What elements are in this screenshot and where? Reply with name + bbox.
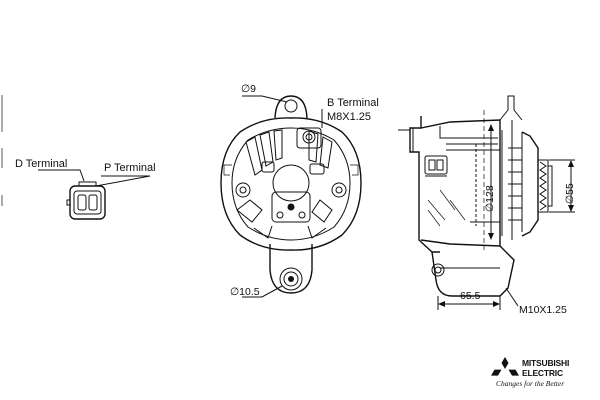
hole-diameter-top-label: ∅9 <box>241 83 256 95</box>
alternator-side-view <box>398 95 553 297</box>
alternator-front-view <box>220 95 362 294</box>
b-terminal-label: B Terminal <box>327 97 379 109</box>
b-terminal-thread-label: M8X1.25 <box>327 111 371 123</box>
pulley-diameter-label: ∅55 <box>564 183 576 204</box>
hole-diameter-bottom-label: ∅10.5 <box>230 286 260 298</box>
brand-name-line2: ELECTRIC <box>522 368 563 378</box>
connector-drawing <box>38 169 151 220</box>
mount-thread-label: M10X1.25 <box>519 304 567 316</box>
body-diameter-label: ∅128 <box>484 185 496 212</box>
mount-length-label: 65.5 <box>460 290 481 302</box>
brand-tagline: Changes for the Better <box>496 379 564 388</box>
three-diamond-icon <box>491 357 519 376</box>
brand-name-line1: MITSUBISHI <box>522 358 569 368</box>
side-view-dimensions <box>437 124 575 310</box>
front-view-leaders <box>242 95 323 298</box>
d-terminal-label: D Terminal <box>15 158 67 170</box>
p-terminal-label: P Terminal <box>104 162 156 174</box>
